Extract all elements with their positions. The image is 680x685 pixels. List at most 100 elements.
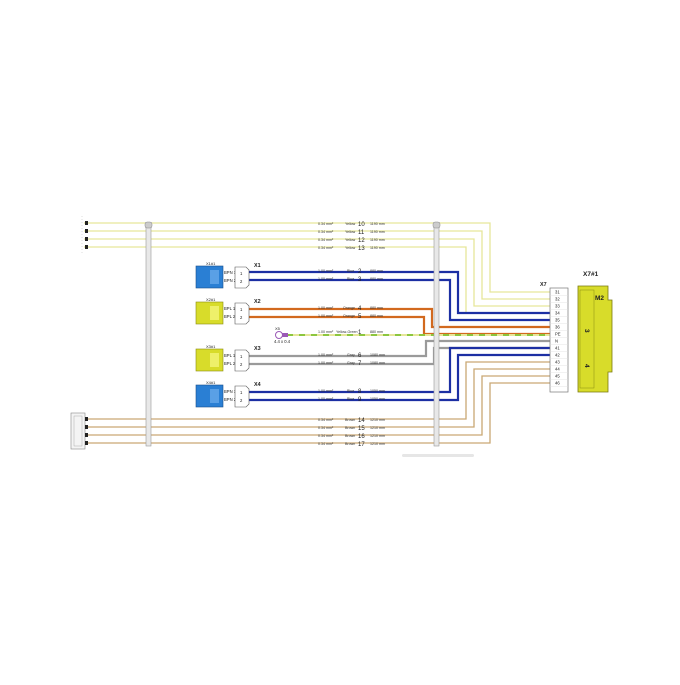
ring-size: 4.4 x 0.4 [274, 339, 291, 344]
wire-brown-16 [88, 375, 552, 436]
terminal-13 [85, 245, 88, 249]
w7-section: 1.00 mm² [318, 361, 334, 365]
w14-length: 1210 mm [370, 418, 385, 422]
x3-part-label: X3#1 [206, 344, 216, 349]
ring-eye[interactable] [275, 331, 283, 339]
x2-id: X2 [254, 299, 261, 305]
w11-color: Yellow [345, 230, 356, 234]
x7-pin-31: 31 [555, 290, 560, 295]
x2-pin1: 1 [240, 307, 243, 312]
x7-pin-n: N [555, 339, 558, 344]
w15-num: 15 [358, 426, 365, 432]
x7-pin-42: 42 [555, 353, 560, 358]
w1-length: 880 mm [370, 330, 383, 334]
horizontal-scrollbar[interactable] [402, 454, 474, 457]
pe-ring-terminal[interactable]: X5 4.4 x 0.4 1.00 mm² Yellow-Green 1 880… [274, 326, 383, 344]
yellow-wire-group [84, 222, 552, 314]
terminal-12 [85, 237, 88, 241]
wire-yellow-11 [84, 230, 552, 300]
w10-section: 0.34 mm² [318, 222, 334, 226]
x3-pin1: 1 [240, 354, 243, 359]
x7-body[interactable] [549, 287, 569, 393]
wire-yellow-12 [84, 238, 552, 307]
w2-num: 2 [358, 269, 362, 275]
w7-length: 1080 mm [370, 361, 385, 365]
w1-num: 1 [358, 330, 362, 336]
x2-pin2: 2 [240, 315, 243, 320]
support-rod-right-cap [432, 221, 441, 229]
w17-section: 0.34 mm² [318, 442, 334, 446]
x71-body[interactable] [577, 285, 613, 393]
w16-color: Brown [345, 434, 355, 438]
terminal-10 [85, 221, 88, 225]
x3-pin1-name: BPL 1 [224, 353, 236, 358]
w12-num: 12 [358, 238, 365, 244]
x3-plug [234, 349, 250, 372]
m2-pin-4: 4 [583, 364, 590, 368]
w11-num: 11 [358, 230, 365, 236]
w6-color: Gray [347, 353, 355, 357]
w4-color: Orange [343, 306, 355, 310]
x7-pin-32: 32 [555, 297, 560, 302]
w15-section: 0.34 mm² [318, 426, 334, 430]
connector-x2[interactable]: X2#1 BPL 1 BPL 2 1 2 X2 1.00 mm² Orange … [195, 297, 383, 325]
w8-length: 1050 mm [370, 389, 385, 393]
x4-plug [234, 385, 250, 408]
x7-pin-36: 36 [555, 325, 560, 330]
connector-x3[interactable]: X3#1 BPL 1 BPL 2 1 2 X3 1.00 mm² Gray 6 … [195, 344, 385, 372]
w16-length: 1210 mm [370, 434, 385, 438]
x7-pin-pe: PE [555, 332, 561, 337]
x7-pin-45: 45 [555, 374, 560, 379]
left-terminal-top [81, 216, 88, 253]
x71-connector[interactable]: X7#1 M2 3 4 [577, 271, 613, 393]
terminal-17 [85, 441, 88, 445]
w13-section: 0.34 mm² [318, 246, 334, 250]
x2-pin1-name: BPL 1 [224, 306, 236, 311]
x1-pin2-name: BPN 2 [224, 278, 237, 283]
w1-section: 1.00 mm² [318, 330, 334, 334]
wire-blue-8 [248, 346, 552, 394]
connector-x1[interactable]: X1#1 BPN 1 BPN 2 1 2 X1 1.00 mm² Blue 2 … [195, 261, 383, 289]
w3-num: 3 [358, 277, 362, 283]
w11-length: 1190 mm [370, 230, 385, 234]
x7-pin-43: 43 [555, 360, 560, 365]
w4-section: 1.00 mm² [318, 306, 334, 310]
w17-color: Brown [345, 442, 355, 446]
w3-color: Blue [347, 277, 354, 281]
wire-blue-9 [248, 353, 552, 402]
w13-num: 13 [358, 246, 365, 252]
terminal-15 [85, 425, 88, 429]
w10-num: 10 [358, 222, 365, 228]
w3-length: 880 mm [370, 277, 383, 281]
connector-x4[interactable]: X4#1 BPN 1 BPN 2 1 2 X4 1.00 mm² Blue 8 … [195, 380, 385, 408]
x1-pin1-name: BPN 1 [224, 270, 237, 275]
wire-yellow-10 [84, 222, 552, 293]
terminal-block [70, 412, 86, 450]
w5-color: Orange [343, 314, 355, 318]
x1-id: X1 [254, 263, 261, 269]
m2-pin-3: 3 [583, 329, 590, 333]
w9-length: 1050 mm [370, 397, 385, 401]
wire-orange-4 [248, 307, 552, 329]
x3-pin2-name: BPL 2 [224, 361, 236, 366]
w2-length: 880 mm [370, 269, 383, 273]
w14-num: 14 [358, 418, 365, 424]
wire-gray-6 [248, 339, 552, 358]
w12-color: Yellow [345, 238, 356, 242]
w12-length: 1190 mm [370, 238, 385, 242]
w10-length: 1190 mm [370, 222, 385, 226]
x7-pin-44: 44 [555, 367, 560, 372]
brown-wire-group [88, 361, 552, 444]
x7-pin-41: 41 [555, 346, 560, 351]
w13-length: 1190 mm [370, 246, 385, 250]
x4-id: X4 [254, 382, 261, 388]
w9-num: 9 [358, 397, 362, 403]
w7-num: 7 [358, 361, 362, 367]
w3-section: 1.00 mm² [318, 277, 334, 281]
x7-pin-46: 46 [555, 381, 560, 386]
x3-id: X3 [254, 346, 261, 352]
